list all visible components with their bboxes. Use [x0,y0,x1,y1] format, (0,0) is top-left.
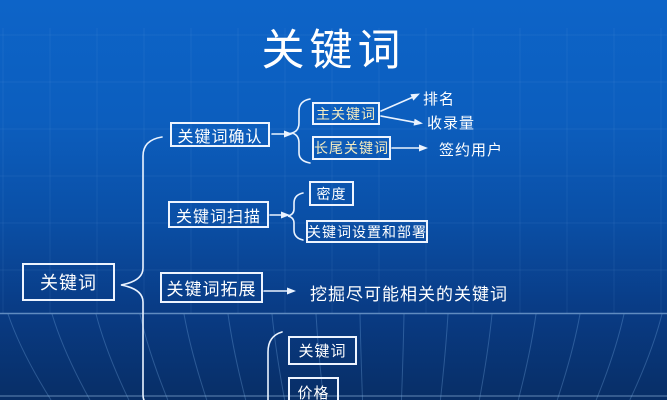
confirm-brace [289,98,311,164]
signed-users-label: 签约用户 [439,143,504,159]
root-keyword-box: 关键词 [22,263,115,301]
ranking-label: 排名 [423,92,456,108]
arrow-confirm-to-brace [271,130,293,138]
scan-brace [287,192,304,241]
deployment-box: 关键词设置和部署 [306,220,428,243]
branch-scan-box: 关键词扫描 [168,201,269,228]
density-box: 密度 [309,181,354,206]
indexed-volume-label: 收录量 [427,116,476,132]
expand-note: 挖掘尽可能相关的关键词 [310,285,508,304]
bottom-keyword-box: 关键词 [288,336,357,365]
arrow-expand-to-note [263,287,296,295]
arrow-main-to-ranking [380,93,420,112]
arrow-scan-to-brace [269,211,290,219]
bottom-price-box: 价格 [288,377,339,400]
branch-expand-box: 关键词拓展 [160,272,263,303]
main-keyword-box: 主关键词 [312,102,380,125]
longtail-keyword-box: 长尾关键词 [312,136,391,160]
arrow-main-to-indexed [380,115,423,126]
branch-confirm-box: 关键词确认 [170,122,270,147]
arrow-longtail-to-signed [391,144,428,152]
main-brace [120,136,163,400]
slide-title: 关键词 [261,28,406,75]
bottom-brace [267,331,283,400]
